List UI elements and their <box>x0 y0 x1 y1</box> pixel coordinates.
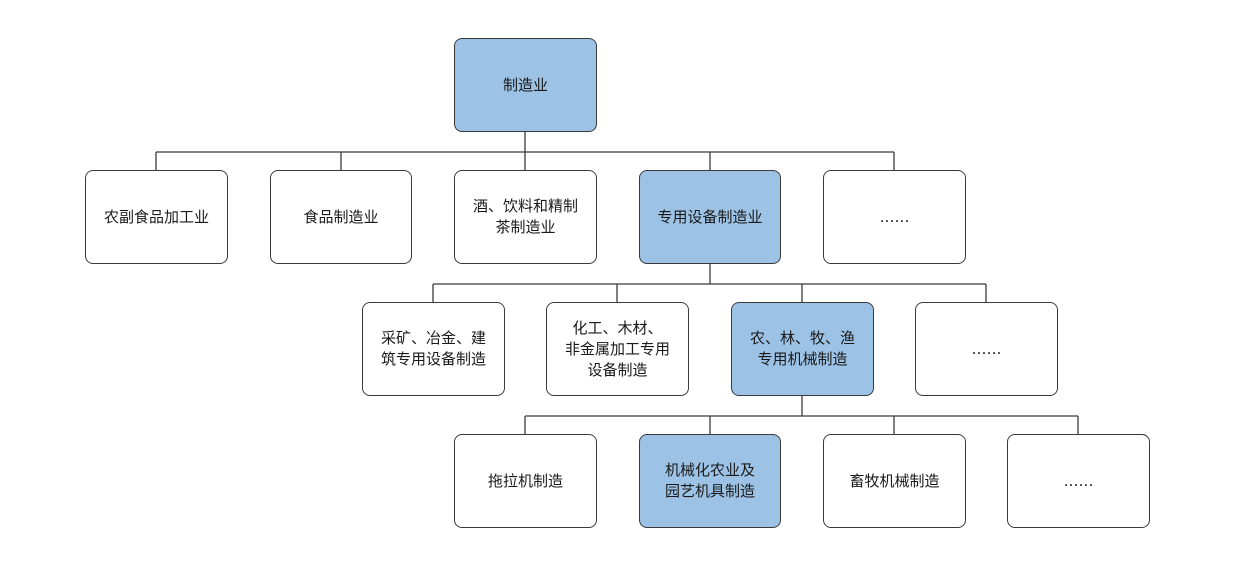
node-label: 化工、木材、 非金属加工专用 设备制造 <box>564 318 670 379</box>
node-label: …… <box>971 339 1002 358</box>
node-l3-3: …… <box>1007 434 1150 528</box>
node-l1-3: 专用设备制造业 <box>639 170 781 264</box>
node-label: 机械化农业及 园艺机具制造 <box>664 461 755 500</box>
node-l2-0: 采矿、冶金、建 筑专用设备制造 <box>362 302 505 396</box>
node-l1-4: …… <box>823 170 966 264</box>
node-l1-2: 酒、饮料和精制 茶制造业 <box>454 170 597 264</box>
node-l3-1: 机械化农业及 园艺机具制造 <box>639 434 781 528</box>
node-l3-0: 拖拉机制造 <box>454 434 597 528</box>
node-label: 食品制造业 <box>303 207 379 226</box>
node-root: 制造业 <box>454 38 597 132</box>
node-label: 酒、饮料和精制 茶制造业 <box>472 197 578 236</box>
node-l2-3: …… <box>915 302 1058 396</box>
node-label: 制造业 <box>502 75 548 94</box>
node-label: …… <box>1063 471 1094 490</box>
node-label: 农、林、牧、渔 专用机械制造 <box>749 329 855 368</box>
node-label: 拖拉机制造 <box>487 471 563 490</box>
node-label: 畜牧机械制造 <box>849 471 940 490</box>
node-label: 采矿、冶金、建 筑专用设备制造 <box>380 329 486 368</box>
node-l3-2: 畜牧机械制造 <box>823 434 966 528</box>
node-l1-0: 农副食品加工业 <box>85 170 228 264</box>
node-l2-2: 农、林、牧、渔 专用机械制造 <box>731 302 874 396</box>
node-label: 专用设备制造业 <box>657 207 763 226</box>
node-label: 农副食品加工业 <box>103 207 209 226</box>
node-label: …… <box>879 207 910 226</box>
node-l2-1: 化工、木材、 非金属加工专用 设备制造 <box>546 302 689 396</box>
node-l1-1: 食品制造业 <box>270 170 412 264</box>
